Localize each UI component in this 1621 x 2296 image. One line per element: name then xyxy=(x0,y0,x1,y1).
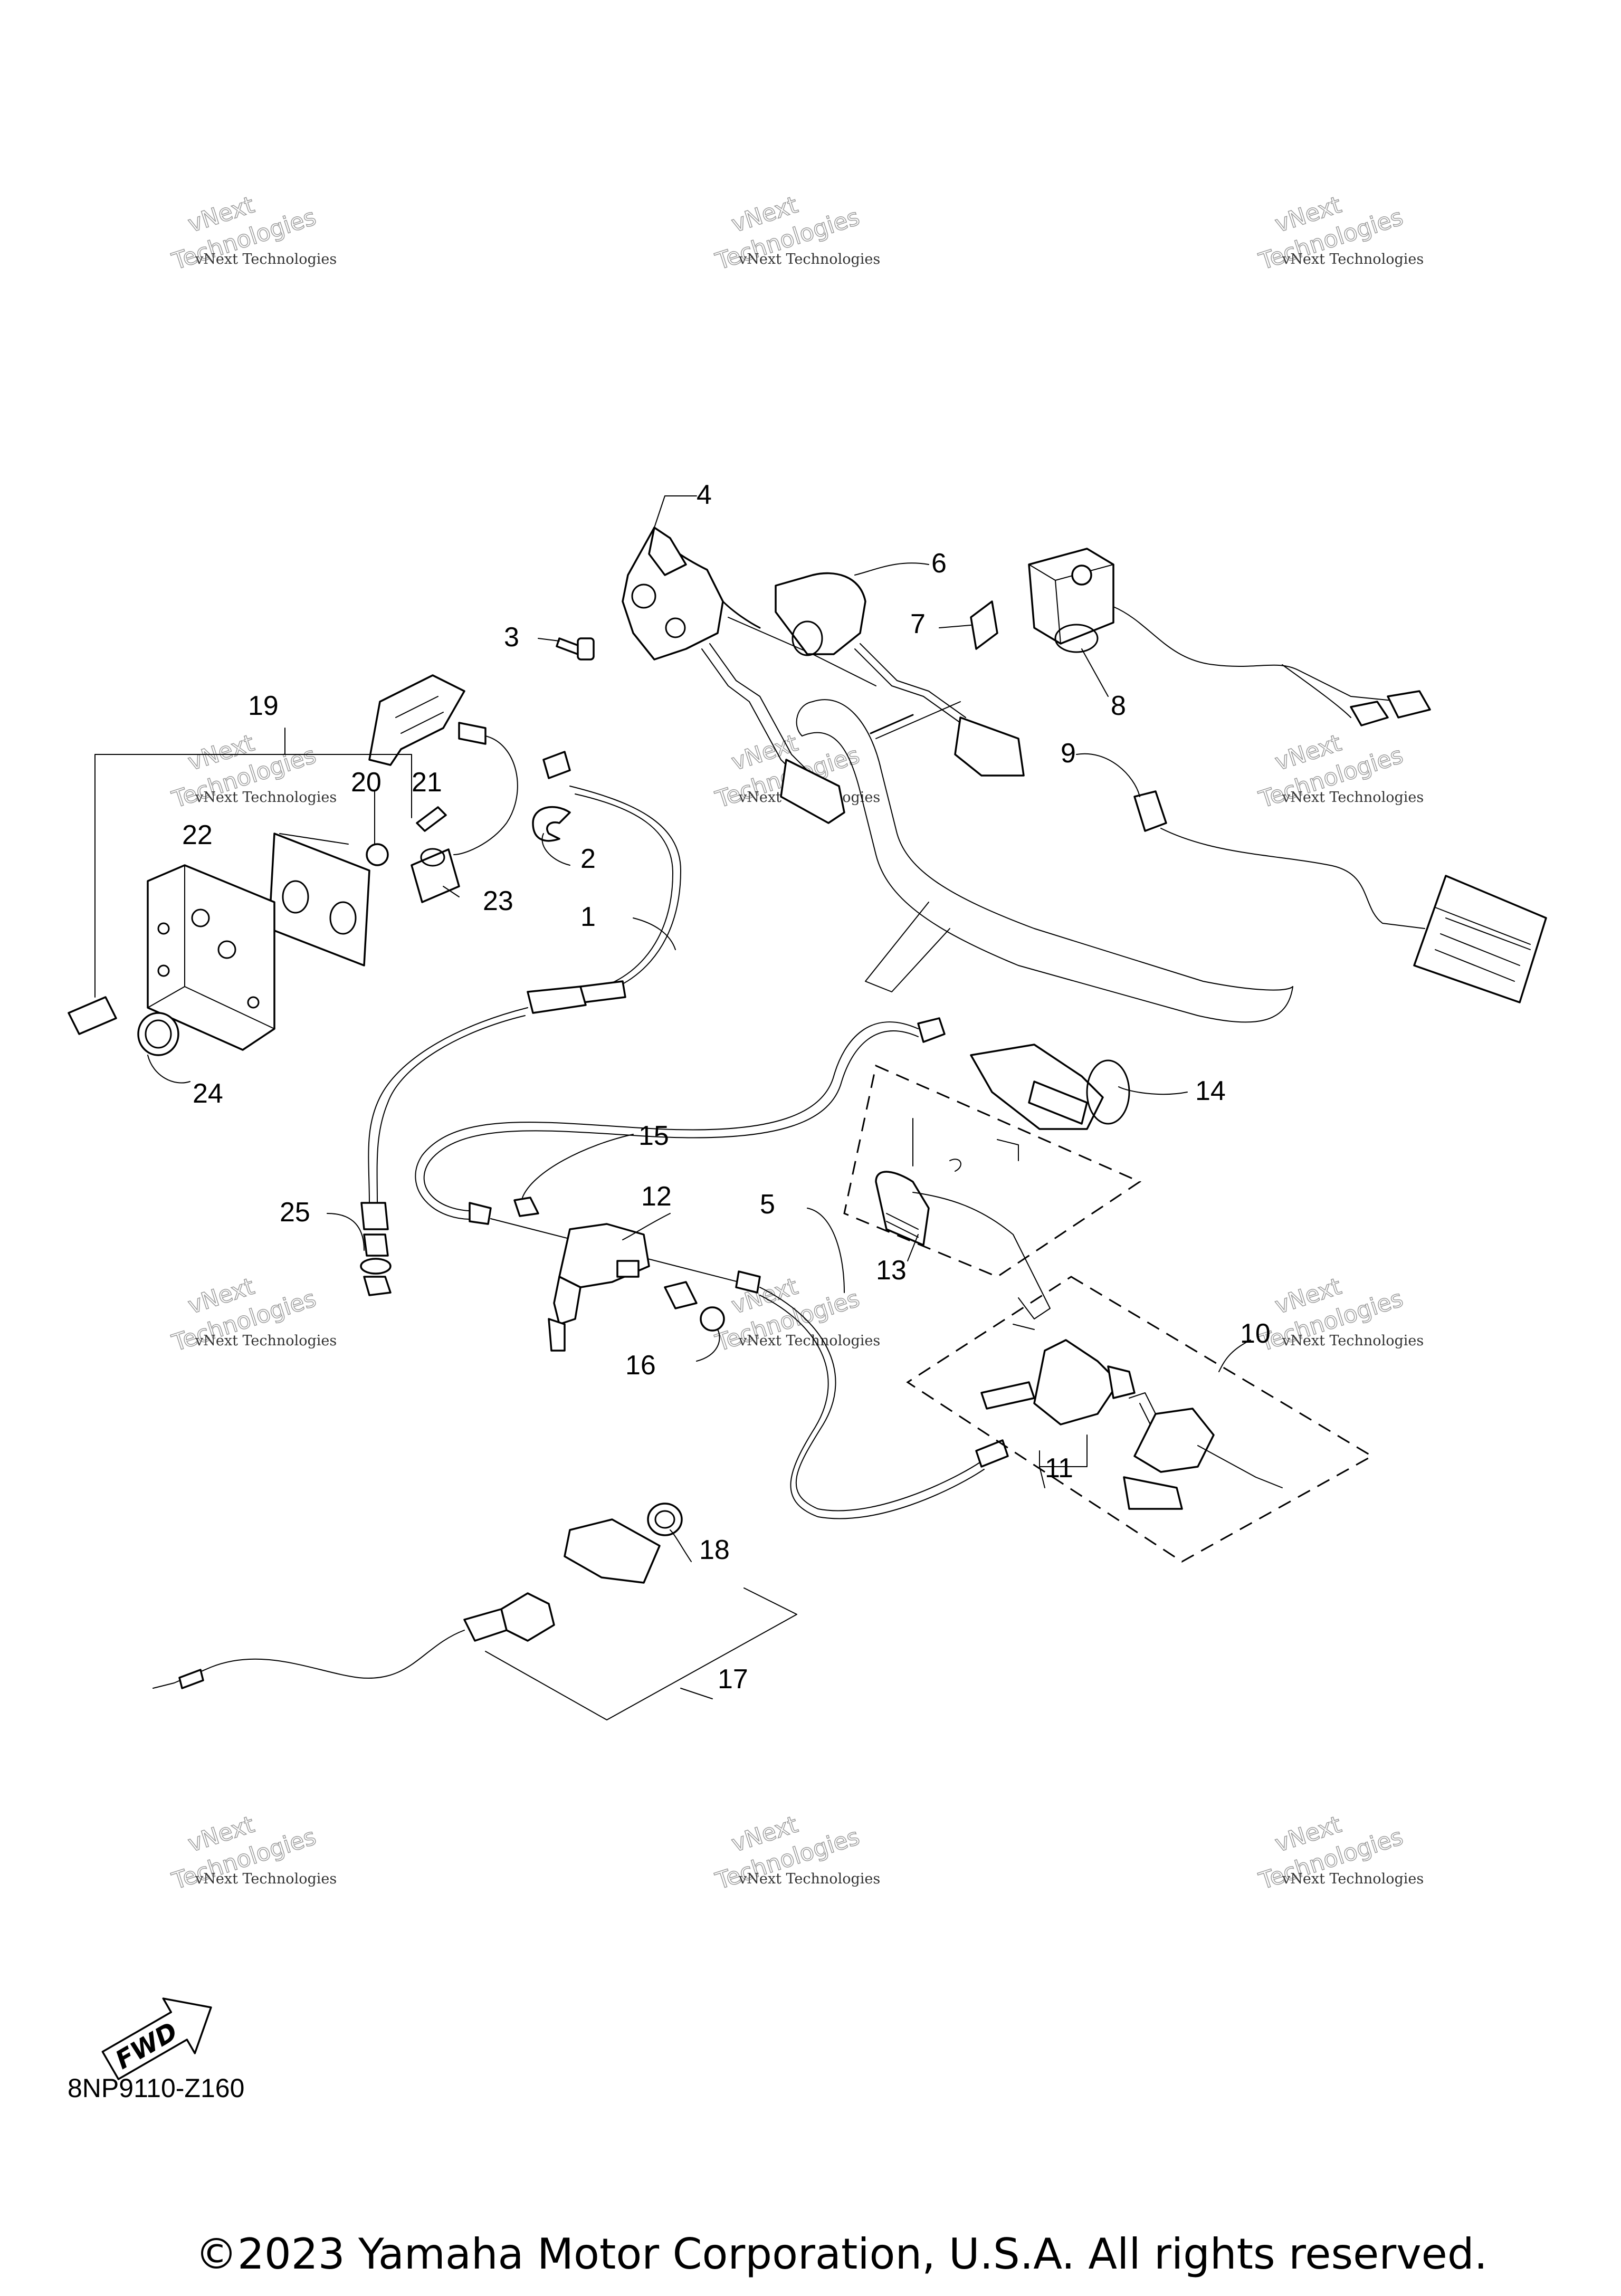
leader-lines xyxy=(94,495,1251,1720)
diagram-code: 8NP9110-Z160 xyxy=(68,2073,244,2103)
handlebar xyxy=(796,699,1293,1023)
watermark: vNext Technologies vNext Technologies xyxy=(1255,191,1424,276)
callout-6: 6 xyxy=(931,548,947,579)
watermark: vNext Technologies vNext Technologies xyxy=(168,1273,337,1357)
screw-part-15 xyxy=(513,1197,539,1217)
choke-handle xyxy=(368,674,465,766)
svg-text:vNext Technologies: vNext Technologies xyxy=(1282,789,1424,806)
svg-text:vNext Technologies: vNext Technologies xyxy=(738,1333,880,1349)
svg-text:vNext Technologies: vNext Technologies xyxy=(195,1333,337,1349)
adjuster-part-25 xyxy=(360,1233,392,1296)
gasket-plate-part-22 xyxy=(268,833,370,967)
svg-text:vNext Technologies: vNext Technologies xyxy=(738,251,880,267)
callout-22: 22 xyxy=(182,820,213,850)
cable-part-1 xyxy=(360,751,681,1230)
o-ring-part-18 xyxy=(647,1503,683,1536)
screw-part-21 xyxy=(416,806,447,832)
watermark: vNext Technologies vNext Technologies xyxy=(712,1811,880,1896)
callout-1: 1 xyxy=(580,902,596,932)
callout-7: 7 xyxy=(910,609,926,639)
screw-part-3 xyxy=(556,637,595,661)
throttle-cable-part-17 xyxy=(152,1503,683,1689)
lever-set-part-10 xyxy=(906,1276,1374,1563)
svg-text:vNext Technologies: vNext Technologies xyxy=(1282,251,1424,267)
watermark: vNext Technologies vNext Technologies xyxy=(168,191,337,276)
callouts: 1 2 3 4 5 6 7 8 9 10 11 12 13 14 15 16 1… xyxy=(182,480,1271,1695)
watermark: vNext Technologies vNext Technologies xyxy=(712,191,880,276)
callout-23: 23 xyxy=(483,886,513,916)
svg-text:vNext Technologies: vNext Technologies xyxy=(195,789,337,806)
svg-text:vNext Technologies: vNext Technologies xyxy=(195,1871,337,1887)
watermark: vNext Technologies vNext Technologies xyxy=(168,1811,337,1896)
switch-box-part-8 xyxy=(1028,548,1431,726)
callout-4: 4 xyxy=(697,480,712,510)
callout-19: 19 xyxy=(248,691,279,721)
callout-2: 2 xyxy=(580,844,596,874)
callout-13: 13 xyxy=(876,1255,907,1286)
callout-25: 25 xyxy=(280,1197,310,1228)
brake-switch-part-12 xyxy=(513,1197,725,1352)
lever-holder-part-14 xyxy=(970,1044,1130,1130)
watermark: vNext Technologies vNext Technologies xyxy=(1255,1273,1424,1357)
callout-21: 21 xyxy=(412,767,442,798)
svg-text:vNext Technologies: vNext Technologies xyxy=(1282,1871,1424,1887)
svg-text:vNext Technologies: vNext Technologies xyxy=(1282,1333,1424,1349)
watermark: vNext Technologies vNext Technologies xyxy=(168,729,337,814)
callout-14: 14 xyxy=(1195,1076,1226,1106)
o-ring-part-24 xyxy=(137,1012,179,1056)
grip-heater-part-9 xyxy=(1133,790,1547,1003)
cable-part-5 xyxy=(415,1017,1009,1519)
callout-16: 16 xyxy=(625,1350,656,1381)
nut-part-20 xyxy=(366,843,389,866)
watermarks: vNext Technologies vNext Technologies vN… xyxy=(168,191,1424,1896)
bracket-tab xyxy=(664,1281,698,1309)
callout-15: 15 xyxy=(638,1121,669,1151)
choke-bracket-assembly xyxy=(68,674,518,1056)
callout-9: 9 xyxy=(1061,738,1076,769)
callout-11: 11 xyxy=(1045,1453,1073,1484)
knob-part-23 xyxy=(411,848,460,903)
watermark: vNext Technologies vNext Technologies xyxy=(1255,1811,1424,1896)
sticker-part-7 xyxy=(970,600,998,650)
lever-kit-part-13 xyxy=(843,1064,1142,1319)
callout-12: 12 xyxy=(641,1181,672,1212)
callout-3: 3 xyxy=(504,622,519,653)
svg-text:vNext Technologies: vNext Technologies xyxy=(195,251,337,267)
grip-sleeve-part-6 xyxy=(775,572,1025,777)
callout-20: 20 xyxy=(351,767,382,798)
sensor-fitting xyxy=(68,996,117,1035)
clip-part-2 xyxy=(532,806,571,842)
callout-18: 18 xyxy=(699,1535,730,1565)
callout-5: 5 xyxy=(760,1189,775,1220)
nut-part-16 xyxy=(700,1306,725,1332)
svg-text:vNext Technologies: vNext Technologies xyxy=(738,1871,880,1887)
callout-24: 24 xyxy=(193,1078,223,1109)
callout-10: 10 xyxy=(1240,1318,1271,1349)
throttle-housing xyxy=(622,527,876,824)
callout-8: 8 xyxy=(1111,691,1126,721)
copyright-notice: ©2023 Yamaha Motor Corporation, U.S.A. A… xyxy=(195,2230,1487,2279)
callout-17: 17 xyxy=(718,1664,748,1695)
watermark: vNext Technologies vNext Technologies xyxy=(1255,729,1424,814)
